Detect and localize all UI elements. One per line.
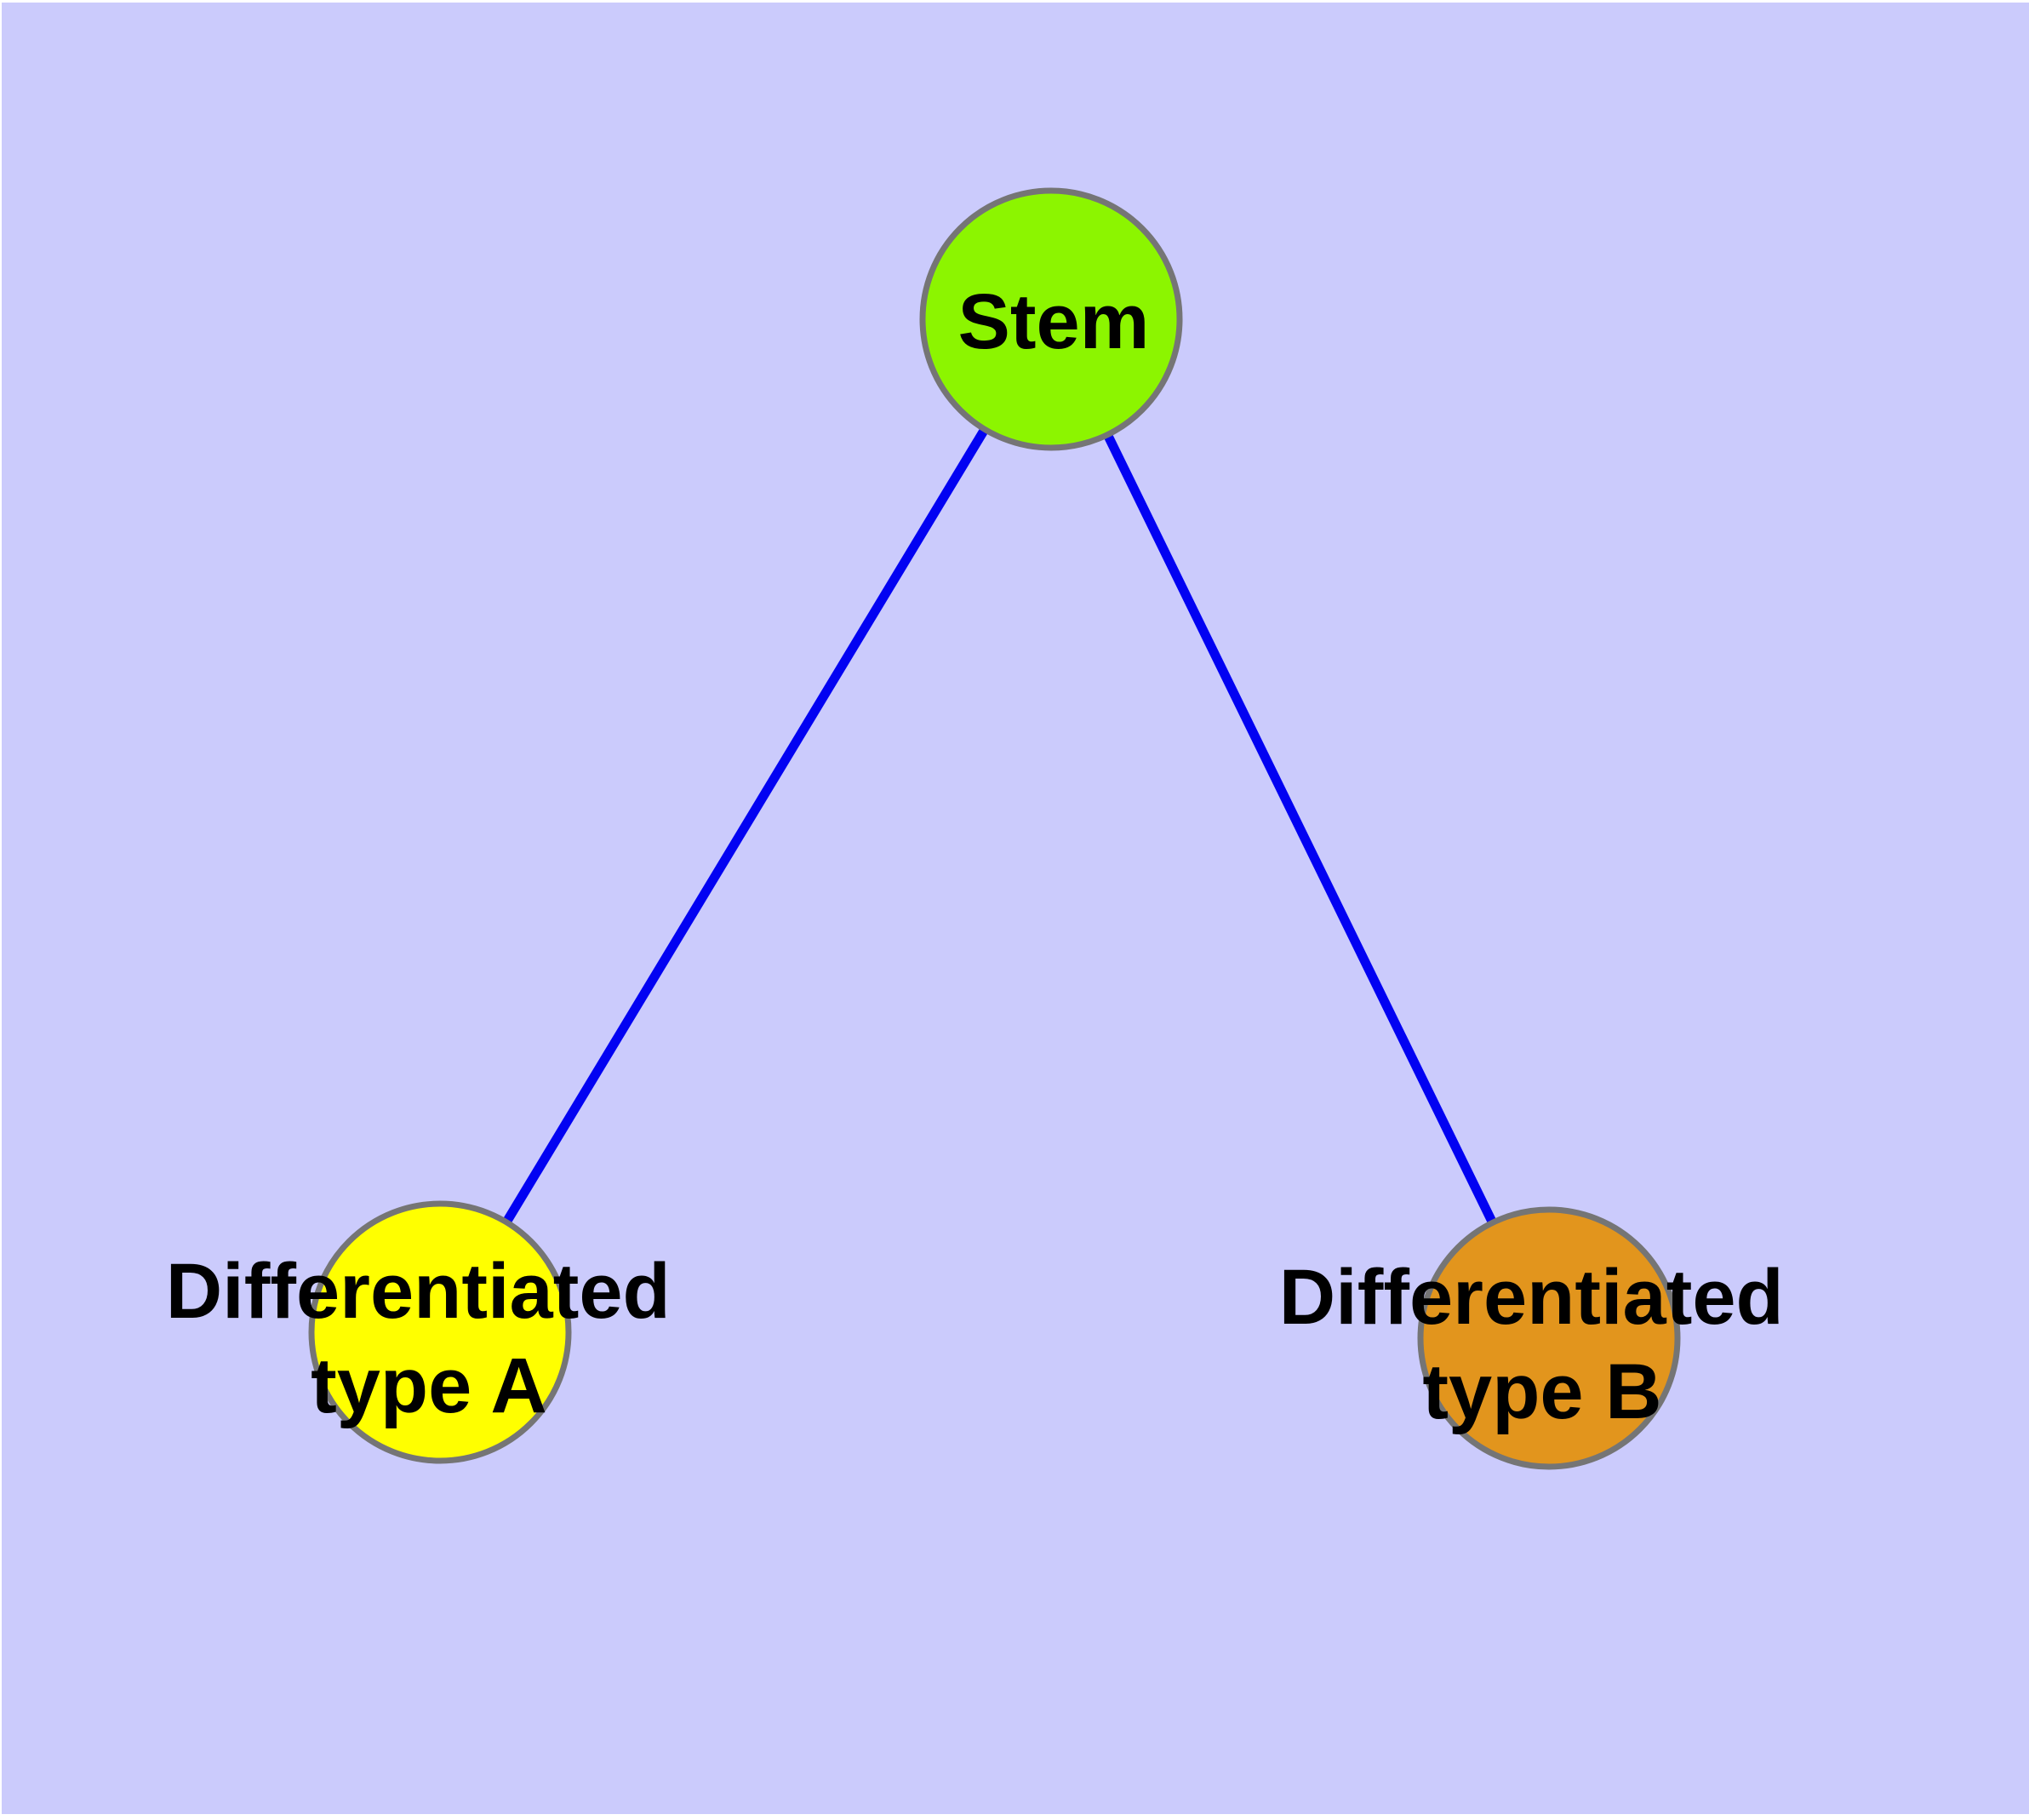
node-label-type-a-line1: Differentiated — [166, 1248, 671, 1335]
node-label-differentiated-type-a: Differentiated type A — [166, 1248, 693, 1429]
node-label-differentiated-type-b: Differentiated type B — [1279, 1254, 1806, 1435]
node-stem — [919, 187, 1183, 451]
node-label-type-a-line2: type A — [311, 1342, 547, 1429]
node-label-type-b-line2: type B — [1422, 1348, 1661, 1435]
node-label-stem: Stem — [958, 278, 1150, 365]
node-differentiated-type-b — [1417, 1206, 1681, 1470]
edge-stem-to-type-a — [436, 317, 1055, 1335]
edge-stem-to-type-b — [1047, 317, 1553, 1341]
node-label-type-b-line1: Differentiated — [1279, 1254, 1784, 1341]
node-differentiated-type-a — [308, 1200, 572, 1464]
